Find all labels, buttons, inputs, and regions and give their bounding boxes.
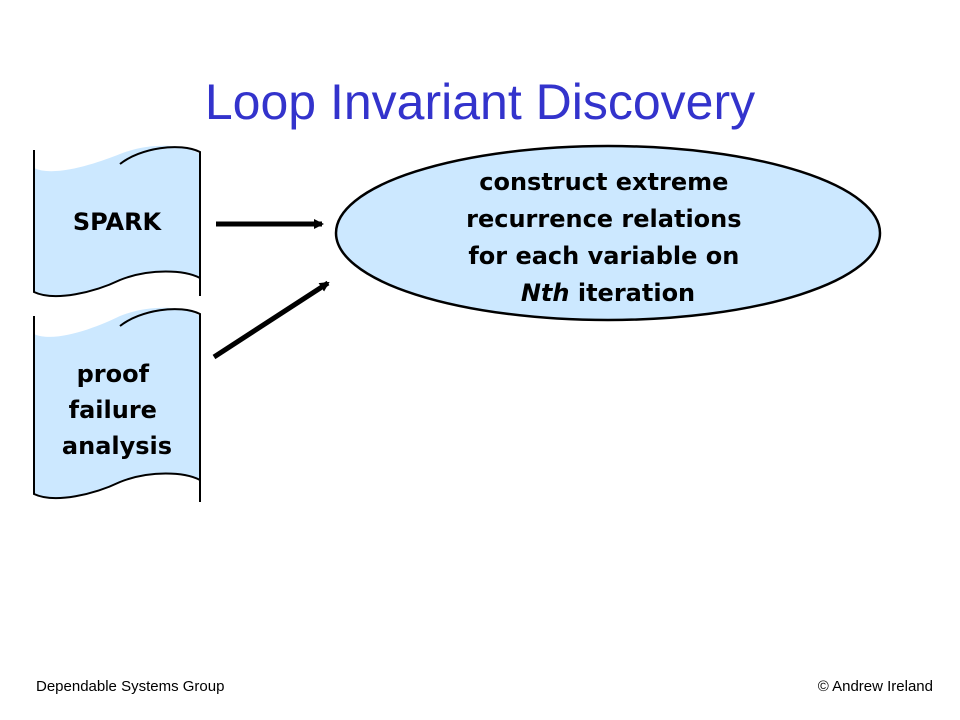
- process-label-line: recurrence relations: [466, 205, 741, 233]
- document-proof-failure-outline-right: [119, 308, 201, 502]
- footer-group-name: Dependable Systems Group: [36, 678, 225, 695]
- arrow-proof-failure-to-process: [212, 280, 330, 360]
- document-spark-outline-right: [119, 146, 201, 296]
- document-proof-failure-label: proof failure analysis: [62, 360, 172, 460]
- document-spark: SPARK: [33, 145, 201, 298]
- footer-copyright: © Andrew Ireland: [817, 678, 933, 695]
- document-spark-label-line: SPARK: [73, 208, 163, 236]
- process-ellipse: [334, 144, 882, 322]
- document-proof-failure-outline: [33, 316, 201, 500]
- document-proof-failure: proof failure analysis: [33, 307, 201, 502]
- process-label-line-last: Nth iteration: [521, 279, 695, 307]
- document-spark-label: SPARK: [73, 208, 163, 236]
- document-spark-outline: [33, 150, 201, 298]
- document-proof-failure-shape: [34, 307, 200, 499]
- process-label-line: for each variable on: [468, 242, 739, 270]
- process-node: construct extreme recurrence relations f…: [334, 144, 882, 322]
- document-proof-failure-label-line: failure: [69, 396, 157, 424]
- process-label: construct extreme recurrence relations f…: [466, 168, 750, 307]
- process-label-line: construct extreme: [479, 168, 728, 196]
- process-label-rest: iteration: [570, 279, 696, 307]
- document-proof-failure-label-line: analysis: [62, 432, 172, 460]
- process-label-italic: Nth: [521, 279, 570, 307]
- document-proof-failure-label-line: proof: [77, 360, 150, 388]
- slide-title: Loop Invariant Discovery: [204, 74, 756, 130]
- document-spark-shape: [34, 145, 200, 297]
